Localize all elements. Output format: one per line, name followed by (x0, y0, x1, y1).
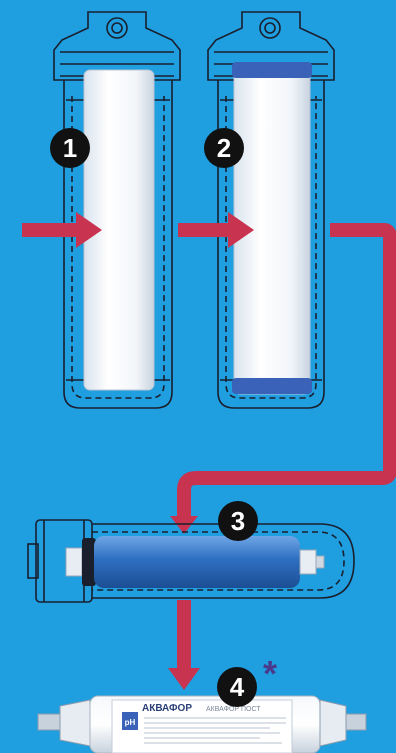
pipe-to-membrane (177, 223, 396, 520)
stage-number: 4 (230, 672, 245, 702)
ph-badge-icon (122, 712, 138, 730)
outlet-arrow (168, 600, 200, 690)
membrane-housing (27, 519, 355, 603)
ph-code: pH (125, 718, 136, 727)
cartridge-bottom-cap (232, 378, 312, 394)
carbon-block-cartridge (232, 62, 312, 395)
model-label: АКВАФОР ПОСТ (206, 706, 261, 713)
ro-membrane (65, 536, 325, 588)
stage-number: 1 (63, 133, 77, 163)
brand-label: АКВАФОР (142, 703, 192, 714)
cartridge-top-cap (232, 62, 312, 78)
stage-badge-1: 1 (50, 128, 90, 168)
transfer-arrow (178, 212, 254, 248)
stage-badge-4: 4 (217, 667, 257, 707)
stage-number: 2 (217, 133, 231, 163)
label-fine-print (144, 717, 286, 744)
asterisk-marker: * (263, 653, 277, 694)
stage-badge-3: 3 (218, 501, 258, 541)
stage-number: 3 (231, 506, 245, 536)
stage-badge-2: 2 (204, 128, 244, 168)
post-filter-cartridge: pH АКВАФОР АКВАФОР ПОСТ (37, 695, 367, 753)
inlet-arrow (22, 212, 102, 248)
pipe-arrowhead (170, 516, 198, 534)
